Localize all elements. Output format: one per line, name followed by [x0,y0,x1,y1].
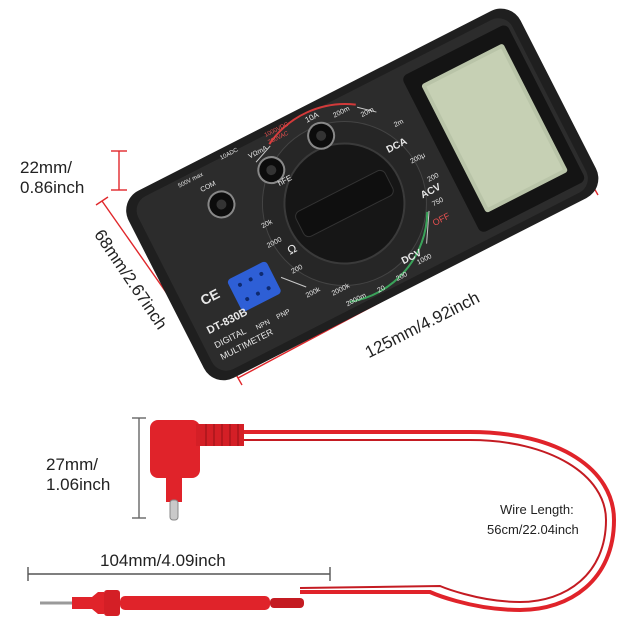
ohm-range-2: 20k [261,218,275,230]
banana-plug [150,420,244,521]
acv-range-0: 750 [431,197,445,209]
dcv-range-1: 20 [376,285,386,295]
ohm-range-0: 200 [290,264,304,276]
ce-mark: CE [198,285,223,308]
dcv-range-2: 200 [395,271,409,283]
test-lead [40,420,617,616]
dca-range-1: 2m [393,118,405,129]
probe-length-label: 104mm/4.09inch [100,551,226,570]
input-jacks [207,121,336,219]
wire-length-value: 56cm/22.04inch [487,522,579,537]
probe-handle [40,590,304,616]
multimeter: DT-830B DIGITAL MULTIMETER CE NPN PNP DC… [126,8,599,381]
wire-length-title: Wire Length: [500,502,574,517]
hfe-socket [227,261,281,312]
test-lead-cable [230,430,617,613]
plug-length-inch-label: 1.06inch [46,475,111,494]
plug-length-mm-label: 27mm/ [46,455,98,474]
thickness-inch-label: 0.86inch [20,178,85,197]
acv-range-1: 200 [427,172,441,184]
thickness-mm-label: 22mm/ [20,158,72,177]
